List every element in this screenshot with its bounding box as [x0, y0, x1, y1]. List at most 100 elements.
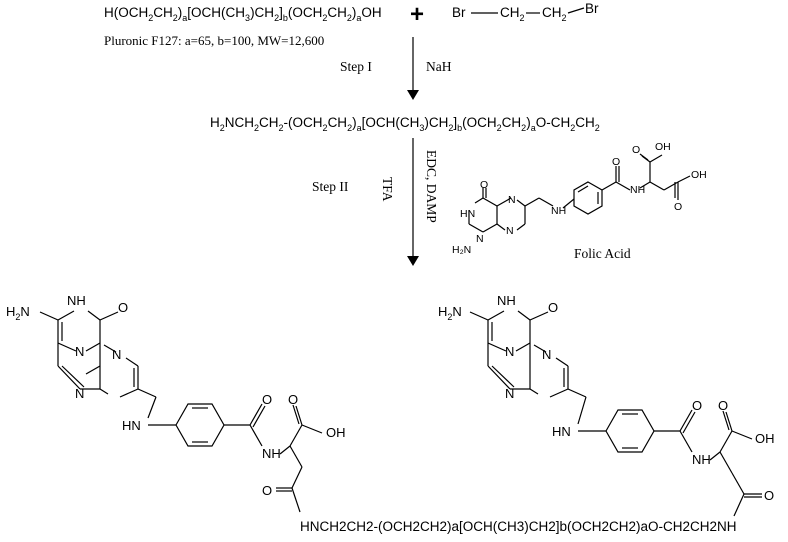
bond-line: [639, 181, 651, 189]
plus-sign: +: [410, 1, 424, 28]
bond-line: [249, 424, 263, 447]
bond-line: [57, 365, 81, 390]
atom-label: O: [288, 392, 298, 407]
bond-line: [709, 451, 721, 461]
bond-line: [601, 181, 617, 191]
bond-line: [516, 223, 526, 231]
bond-line: [529, 311, 549, 321]
atom-label-h2n: H2N: [438, 304, 462, 322]
atom-label: NH: [551, 205, 566, 217]
bond-line: [137, 388, 157, 398]
atom-label: O: [118, 300, 128, 315]
atom-label: O: [480, 179, 488, 191]
atom-label: O: [548, 300, 558, 315]
bond-line: [279, 445, 291, 455]
reactant-pluronic: H(OCH2CH2)a[OCH(CH3)CH2]b(OCH2CH2)aOH: [104, 5, 382, 23]
atom-label: O: [692, 398, 702, 413]
step1-reagent: NaH: [426, 59, 452, 74]
bond-line: [85, 365, 101, 375]
atom-label: OH: [655, 141, 671, 153]
bond-line: [99, 388, 109, 395]
atom-label: OH: [691, 169, 707, 181]
bond-line: [529, 388, 539, 395]
ch2-left: CH2: [500, 5, 525, 23]
atom-label: N: [476, 233, 484, 245]
atom-label: N: [508, 194, 516, 206]
bond-line: [615, 181, 631, 191]
step2-arrowhead: [407, 256, 419, 266]
bond-line: [538, 197, 554, 207]
bond-line: [85, 342, 101, 352]
folic-acid-structure: O HN N N N H₂N NH NH O OH O OH O: [452, 141, 707, 256]
bond-line: [103, 344, 117, 353]
product-folate-right: H2N NH O N N N HN O NH O OH O: [438, 293, 775, 517]
bond-line: [733, 493, 745, 517]
bond-line: [555, 357, 569, 367]
bond-line: [61, 365, 85, 388]
atom-label: NH: [692, 452, 711, 467]
bond-line: [468, 223, 484, 233]
bond-line: [57, 310, 75, 321]
bond-line: [482, 197, 498, 207]
bond-line: [649, 181, 665, 191]
bond-line: [524, 197, 540, 207]
bond-line: [474, 197, 484, 204]
atom-label: O: [632, 144, 640, 156]
bond-line: [469, 311, 489, 321]
atom-label: HN: [460, 208, 475, 220]
bond-line: [516, 199, 526, 207]
atom-label: O: [718, 398, 728, 413]
product-folate-left: H2N NH O N N N HN O NH O OH O: [6, 293, 346, 513]
bond-line: [722, 410, 730, 431]
step2-reagent-tfa: TFA: [380, 177, 395, 202]
bond-line: [663, 181, 679, 191]
bond-line: [291, 466, 303, 489]
bond-line: [487, 342, 507, 352]
benzene-ring: [605, 409, 655, 453]
bond-line: [482, 223, 498, 233]
step1-label: Step I: [340, 59, 372, 74]
atom-label: N: [75, 344, 84, 359]
bond-line: [567, 388, 587, 398]
bond-line: [549, 388, 569, 398]
br-left: Br: [452, 5, 466, 20]
bond-line: [295, 405, 303, 426]
bond-line: [496, 223, 506, 231]
bond-line: [147, 396, 157, 419]
atom-label: OH: [326, 425, 346, 440]
atom-label: HN: [552, 424, 571, 439]
atom-label: HN: [122, 418, 141, 433]
bond-line: [57, 342, 77, 352]
bond-line: [487, 365, 511, 390]
bond-line: [87, 310, 101, 321]
bond-line: [249, 403, 263, 426]
bond-line: [517, 310, 531, 321]
atom-label: NH: [497, 293, 516, 308]
bond-line: [731, 430, 753, 440]
bond-line: [725, 411, 733, 432]
atom-label: NH: [67, 293, 86, 308]
ch2-right: CH2: [542, 5, 567, 23]
bond-line: [289, 424, 303, 447]
bond-line: [487, 310, 505, 321]
bond-line: [679, 430, 693, 453]
atom-label: N: [506, 225, 514, 237]
atom-label: O: [612, 156, 620, 168]
bond-line: [639, 153, 649, 161]
bond-line: [99, 311, 119, 321]
atom-label: N: [542, 347, 551, 362]
bond-line: [577, 185, 589, 193]
bond-line: [533, 344, 547, 353]
pluronic-note: Pluronic F127: a=65, b=100, MW=12,600: [104, 33, 324, 48]
bond-line: [491, 365, 515, 388]
bond-line: [731, 472, 745, 495]
bond-line: [562, 198, 575, 209]
step2-reagent-edc-damp: EDC, DAMP: [424, 150, 439, 223]
bond-line: [719, 451, 733, 474]
bond-line: [252, 405, 266, 428]
step1-arrowhead: [407, 90, 419, 100]
product-linker-chain: HNCH2CH2-(OCH2CH2)a[OCH(CH3)CH2]b(OCH2CH…: [300, 519, 737, 534]
bond-line: [301, 424, 323, 434]
